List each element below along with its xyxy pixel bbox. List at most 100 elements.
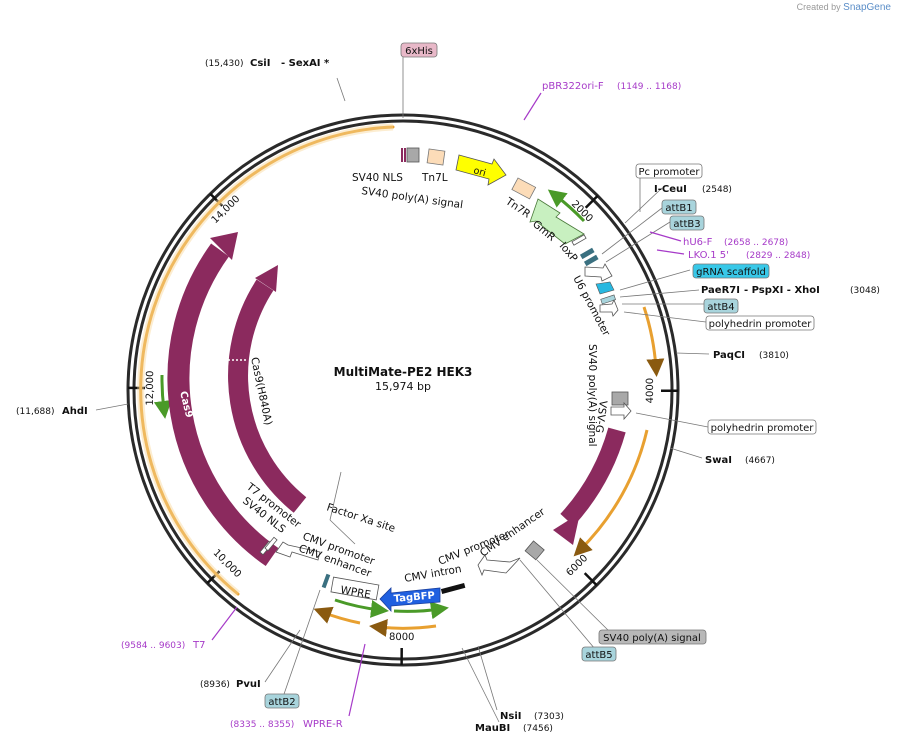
primer-pbr322-name[interactable]: pBR322ori-F xyxy=(542,81,604,92)
site-iceui-pos: (2548) xyxy=(702,185,732,195)
polyhedrin-promoter-box-1[interactable] xyxy=(705,315,815,331)
attb2-mark xyxy=(321,573,331,589)
site-paer7i-extra: - PspXI - XhoI xyxy=(744,285,820,296)
primer-wprer-name[interactable]: WPRE-R xyxy=(303,719,343,730)
sv40pa-bottom-box[interactable] xyxy=(524,540,545,561)
site-maubi-name[interactable]: MauBI xyxy=(475,723,510,734)
site-labels: (15,430) CsiI - SexAI * I-CeuI (2548) Pa… xyxy=(16,58,880,734)
primer-wprer-pos: (8335 .. 8355) xyxy=(230,720,294,730)
site-swai-name[interactable]: SwaI xyxy=(705,455,732,466)
attb1-box[interactable] xyxy=(661,199,697,215)
site-ahdi-pos: (11,688) xyxy=(16,407,55,417)
site-paqci-pos: (3810) xyxy=(759,351,789,361)
green-arrow-left xyxy=(153,374,172,419)
primer-t7-pos: (9584 .. 9603) xyxy=(121,641,185,651)
grna-scaffold-label: gRNA scaffold xyxy=(696,267,766,278)
tagbfp-arrow[interactable] xyxy=(379,587,441,613)
leader-lines xyxy=(95,56,710,723)
polyhedrin-arrow-2[interactable] xyxy=(610,401,632,421)
tick-2000 xyxy=(584,194,599,209)
cas9h840a-arc[interactable] xyxy=(228,279,307,513)
feature-ori[interactable]: ori xyxy=(472,165,487,179)
site-csii-extra: - SexAI * xyxy=(281,58,330,69)
orange-track-right-1 xyxy=(642,306,665,377)
orange-track-left xyxy=(139,125,395,596)
tn7l-box[interactable] xyxy=(426,148,446,166)
feature-cmv-intron[interactable]: CMV intron xyxy=(403,563,462,585)
polyhedrin-promoter-label-1: polyhedrin promoter xyxy=(709,319,813,330)
boxed-labels: 6xHis Pc promoter attB1 attB3 gRNA scaff… xyxy=(264,42,817,709)
site-iceui-name[interactable]: I-CeuI xyxy=(654,184,687,195)
feature-tn7l[interactable]: Tn7L xyxy=(421,172,448,184)
cas9h840a-arrowhead xyxy=(255,265,278,292)
attb5-box[interactable] xyxy=(581,646,617,662)
primer-lko-name[interactable]: LKO.1 5' xyxy=(688,250,729,261)
pc-promoter-box[interactable] xyxy=(635,163,703,179)
feature-tagbfp[interactable]: TagBFP xyxy=(393,590,435,605)
attb3-box[interactable] xyxy=(669,215,705,231)
attb3-mark xyxy=(583,254,599,267)
feature-factorxa[interactable]: Factor Xa site xyxy=(325,501,397,534)
green-arrow-ori xyxy=(547,189,586,223)
sv40pa-right-box[interactable] xyxy=(611,391,629,406)
site-ahdi-name[interactable]: AhdI xyxy=(62,406,88,417)
his-tag-mark xyxy=(401,148,403,162)
site-csii-name[interactable]: CsiI xyxy=(250,58,270,69)
tick-label-4000: 4000 xyxy=(645,378,656,403)
site-pvui-pos: (8936) xyxy=(200,680,230,690)
primer-hu6f-pos: (2658 .. 2678) xyxy=(724,238,788,248)
site-pvui-name[interactable]: PvuI xyxy=(236,679,261,690)
his-tag-label: 6xHis xyxy=(405,46,433,57)
snapgene-brand[interactable]: SnapGene xyxy=(843,2,891,13)
polyhedrin-promoter-box-2[interactable] xyxy=(707,419,817,435)
green-arrow-bottom-1 xyxy=(393,601,449,620)
loxp-mark xyxy=(571,234,587,246)
tick-label-12000: 12,000 xyxy=(145,371,156,406)
feature-wpre[interactable]: WPRE xyxy=(339,584,371,601)
green-arrow-bottom-2 xyxy=(334,598,389,618)
site-paer7i-pos: (3048) xyxy=(850,286,880,296)
site-paqci-name[interactable]: PaqCI xyxy=(713,350,745,361)
attb2-label: attB2 xyxy=(268,697,295,708)
feature-tn7r[interactable]: Tn7R xyxy=(502,195,532,221)
feature-sv40pa-top[interactable]: SV40 poly(A) signal xyxy=(361,185,464,211)
vsvg-arc[interactable] xyxy=(560,427,626,527)
primer-pbr322-pos: (1149 .. 1168) xyxy=(617,82,681,92)
sv40pa-signal-box[interactable] xyxy=(598,629,707,645)
t7-mark xyxy=(264,536,278,552)
attb4-box[interactable] xyxy=(703,298,739,314)
attb3-label: attB3 xyxy=(673,219,700,230)
cmv-enhancer-arrow-2[interactable] xyxy=(275,541,321,561)
site-nsii-name[interactable]: NsiI xyxy=(500,711,521,722)
feature-sv40nls-1[interactable]: SV40 NLS xyxy=(352,172,403,184)
u6-arrow[interactable] xyxy=(584,263,613,282)
attb1-label: attB1 xyxy=(665,203,692,214)
gmr-arrow[interactable] xyxy=(529,198,585,245)
primer-hu6f-name[interactable]: hU6-F xyxy=(683,237,713,248)
his-tag-box[interactable] xyxy=(400,42,438,58)
credit-prefix: Created by xyxy=(796,2,841,12)
cmv-intron-mark xyxy=(440,582,466,595)
site-paer7i-name[interactable]: PaeR7I xyxy=(701,285,740,296)
grna-mark[interactable] xyxy=(595,281,615,295)
sv40pa-signal-label: SV40 poly(A) signal xyxy=(603,633,701,644)
tn7r-box[interactable] xyxy=(511,177,537,200)
wpre-box[interactable] xyxy=(330,576,380,601)
cmv-enhancer-arrow-1[interactable] xyxy=(477,554,521,577)
feature-sv40pa-right[interactable]: SV40 poly(A) signal xyxy=(586,344,598,447)
feature-vsvg[interactable]: VSV-G xyxy=(592,400,608,434)
orange-track-bottom-2 xyxy=(313,606,361,625)
grna-scaffold-box[interactable] xyxy=(692,263,770,279)
primer-t7-name[interactable]: T7 xyxy=(192,640,205,651)
cas9-arc[interactable] xyxy=(167,243,279,567)
ori-arrow[interactable] xyxy=(455,154,507,186)
sv40pa-box[interactable] xyxy=(406,147,420,163)
tick-label-8000: 8000 xyxy=(389,632,415,643)
sv40-nls-mark xyxy=(404,148,406,162)
orange-track-left-shadow xyxy=(137,123,394,597)
polyhedrin-arrow-1[interactable] xyxy=(599,299,619,317)
plasmid-name: MultiMate-PE2 HEK3 xyxy=(334,365,473,379)
attb2-box[interactable] xyxy=(264,693,300,709)
pc-promoter-label: Pc promoter xyxy=(638,167,700,178)
